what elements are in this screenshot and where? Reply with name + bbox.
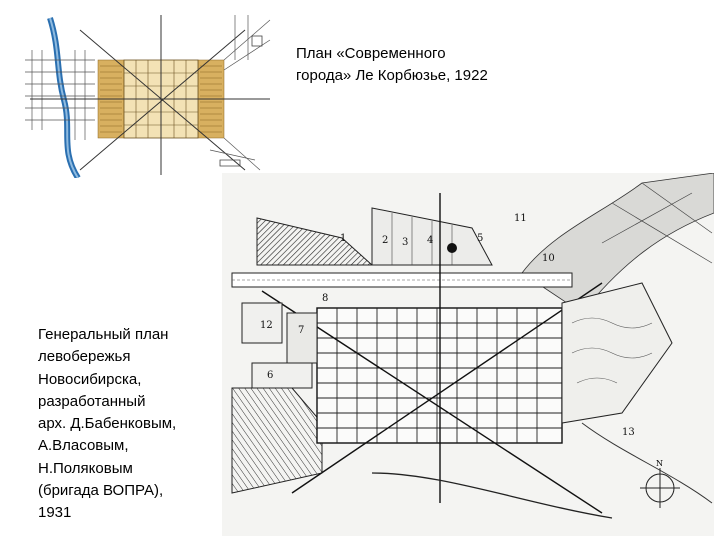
zone-label: 1	[340, 233, 346, 244]
corbusier-plan-caption: План «Современного города» Ле Корбюзье, …	[296, 43, 556, 87]
caption-line: (бригада ВОПРА),	[38, 482, 164, 500]
zone-label: 11	[514, 213, 527, 224]
zone-label: 10	[542, 253, 555, 264]
zone-label: 4	[427, 235, 433, 246]
compass-mark: N	[656, 459, 663, 468]
zone-label: 6	[267, 370, 273, 381]
zone-label: 8	[322, 293, 328, 304]
caption-line: разработанный	[38, 392, 146, 410]
zone-label: 12	[260, 320, 273, 331]
caption-line: План «Современного	[296, 45, 446, 62]
novosibirsk-plan-image: N 1 2 3 4 5 6 7 8 10 11 12 13	[222, 173, 714, 536]
zone-label: 3	[402, 237, 408, 248]
zone-label: 7	[298, 325, 304, 336]
caption-line: Н.Поляковым	[38, 459, 133, 477]
novosibirsk-plan-caption: Генеральный план левобережья Новосибирск…	[38, 324, 224, 525]
caption-line: А.Власовым,	[38, 437, 129, 455]
corbusier-plan-image	[20, 10, 275, 178]
zone-label: 2	[382, 235, 388, 246]
caption-line: Новосибирска,	[38, 370, 142, 388]
caption-line: левобережья	[38, 348, 131, 366]
caption-line: города» Ле Корбюзье, 1922	[296, 67, 488, 84]
caption-line: 1931	[38, 504, 72, 522]
caption-line: Генеральный план	[38, 326, 169, 343]
zone-label: 13	[622, 427, 635, 438]
caption-line: арх. Д.Бабенковым,	[38, 415, 177, 433]
zone-label: 5	[477, 233, 483, 244]
